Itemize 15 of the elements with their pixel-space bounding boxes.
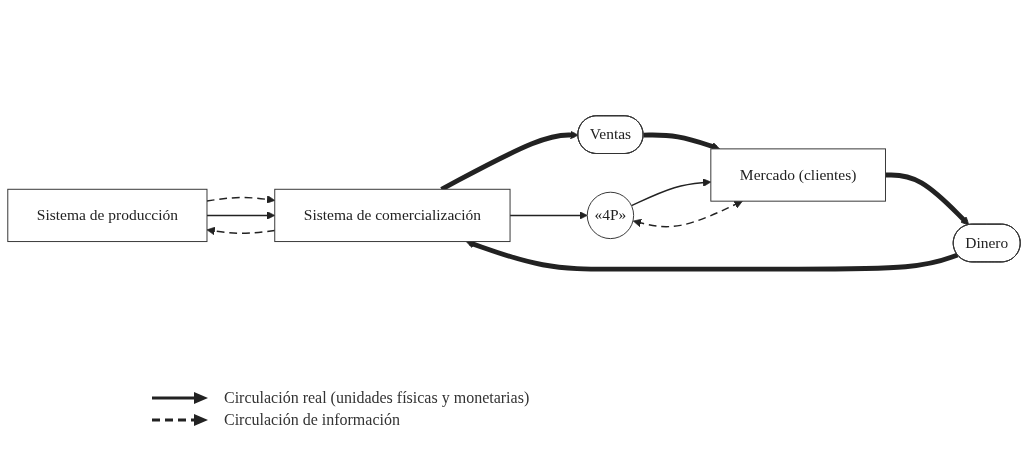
arrow — [206, 226, 276, 236]
node-circle: «4P» — [586, 191, 635, 240]
node-box: Mercado (clientes) — [710, 148, 886, 202]
arrow — [643, 132, 721, 151]
arrow — [206, 211, 276, 220]
legend-text: Circulación de información — [224, 411, 400, 429]
node-box: Sistema de comercialización — [274, 188, 511, 243]
arrow — [509, 211, 588, 220]
arrow — [630, 178, 712, 207]
arrow — [465, 240, 959, 272]
arrow — [632, 200, 743, 228]
node-box: Sistema de producción — [7, 188, 208, 243]
arrow — [206, 195, 276, 204]
arrow — [885, 172, 970, 226]
legend-text: Circulación real (unidades físicas y monetarias) — [224, 389, 530, 407]
